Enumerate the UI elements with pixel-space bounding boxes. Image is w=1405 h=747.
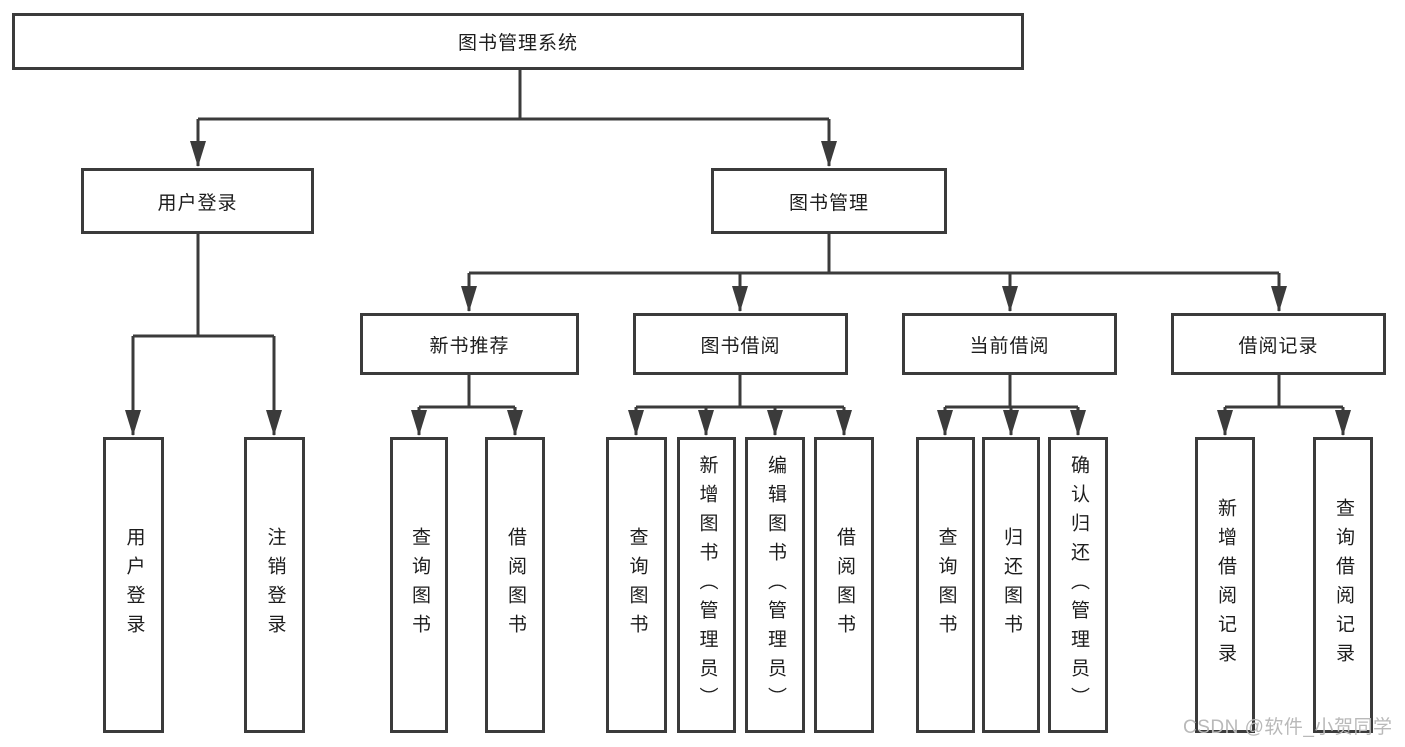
leaf-add-borrow-record: 新增借阅记录 [1195, 437, 1255, 733]
leaf-add-books-admin-label: 新增图书（管理员） [696, 454, 718, 716]
leaf-edit-books-admin-label: 编辑图书（管理员） [764, 454, 786, 716]
leaf-query-books-recommend: 查询图书 [390, 437, 448, 733]
node-borrowing-records-label: 借阅记录 [1238, 335, 1319, 357]
node-user-login-label: 用户登录 [157, 192, 238, 214]
leaf-borrow-books: 借阅图书 [814, 437, 874, 733]
csdn-watermark: CSDN @软件_小贺同学 [1183, 717, 1393, 738]
leaf-query-books-current: 查询图书 [916, 437, 975, 733]
leaf-query-books-recommend-label: 查询图书 [408, 527, 430, 643]
leaf-query-borrow-record: 查询借阅记录 [1313, 437, 1373, 733]
node-new-book-recommendation: 新书推荐 [360, 313, 579, 375]
leaf-user-login: 用户登录 [103, 437, 164, 733]
leaf-return-books: 归还图书 [982, 437, 1040, 733]
leaf-add-borrow-record-label: 新增借阅记录 [1214, 498, 1236, 672]
leaf-add-books-admin: 新增图书（管理员） [677, 437, 736, 733]
leaf-borrow-books-label: 借阅图书 [833, 527, 855, 643]
leaf-query-books-borrowing-label: 查询图书 [626, 527, 648, 643]
leaf-confirm-return-admin: 确认归还（管理员） [1048, 437, 1108, 733]
leaf-borrow-books-recommend-label: 借阅图书 [504, 527, 526, 643]
node-book-management-label: 图书管理 [788, 192, 869, 214]
leaf-return-books-label: 归还图书 [1000, 527, 1022, 643]
node-root-label: 图书管理系统 [457, 33, 578, 54]
leaf-borrow-books-recommend: 借阅图书 [485, 437, 545, 733]
node-user-login: 用户登录 [81, 168, 314, 234]
node-current-borrowing-label: 当前借阅 [969, 335, 1050, 357]
leaf-logout-label: 注销登录 [264, 527, 286, 643]
node-new-book-recommendation-label: 新书推荐 [429, 335, 510, 357]
node-borrowing-records: 借阅记录 [1171, 313, 1386, 375]
leaf-query-books-borrowing: 查询图书 [606, 437, 667, 733]
leaf-query-books-current-label: 查询图书 [935, 527, 957, 643]
node-current-borrowing: 当前借阅 [902, 313, 1117, 375]
node-book-borrowing: 图书借阅 [633, 313, 848, 375]
leaf-confirm-return-admin-label: 确认归还（管理员） [1067, 454, 1089, 716]
leaf-logout: 注销登录 [244, 437, 305, 733]
node-root: 图书管理系统 [12, 13, 1024, 70]
leaf-user-login-label: 用户登录 [123, 527, 145, 643]
node-book-management: 图书管理 [711, 168, 947, 234]
leaf-edit-books-admin: 编辑图书（管理员） [745, 437, 805, 733]
leaf-query-borrow-record-label: 查询借阅记录 [1332, 498, 1354, 672]
node-book-borrowing-label: 图书借阅 [700, 335, 781, 357]
